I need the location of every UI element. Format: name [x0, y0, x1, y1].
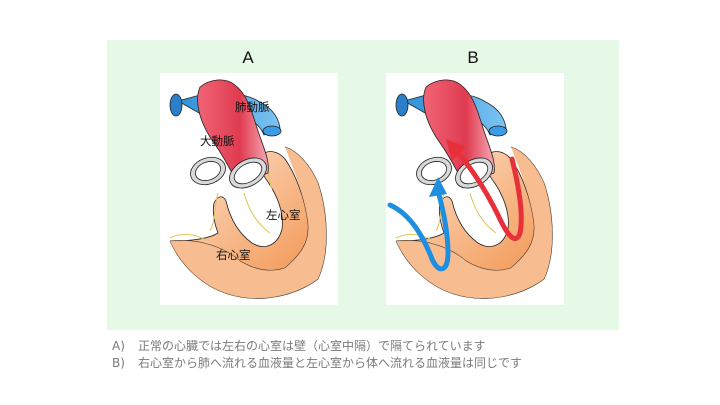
pulmonary-artery-label: 肺動脈 [235, 100, 270, 114]
heart-diagram-a: 肺動脈 大動脈 左心室 右心室 [160, 73, 338, 305]
heart-diagram-b [386, 73, 564, 305]
heart-illustration-a: 肺動脈 大動脈 左心室 右心室 [169, 79, 327, 299]
caption-a-letter: A) [112, 339, 125, 353]
right-ventricle-label: 右心室 [216, 248, 251, 262]
panel-a-label: A [242, 48, 254, 67]
caption-b-text: 右心室から肺へ流れる血液量と左心室から体へ流れる血液量は同じです [138, 356, 523, 370]
red-flow-arrow [455, 150, 524, 241]
blue-arrowhead [429, 177, 447, 197]
blue-flow-arrow [387, 188, 451, 272]
caption-a: A) 正常の心臓では左右の心室は壁（心室中隔）で隔てられています [112, 338, 692, 355]
red-arrowhead [446, 139, 466, 161]
caption-block: A) 正常の心臓では左右の心室は壁（心室中隔）で隔てられています B) 右心室から肺… [112, 338, 692, 372]
heart-illustration-b [387, 79, 553, 299]
caption-b-letter: B) [112, 356, 125, 370]
caption-b: B) 右心室から肺へ流れる血液量と左心室から体へ流れる血液量は同じです [112, 355, 692, 372]
panel-b-label: B [467, 48, 479, 67]
left-ventricle-label: 左心室 [266, 208, 301, 222]
aorta-label: 大動脈 [200, 134, 235, 148]
ventricle-fill [170, 147, 327, 299]
caption-a-text: 正常の心臓では左右の心室は壁（心室中隔）で隔てられています [138, 339, 486, 353]
